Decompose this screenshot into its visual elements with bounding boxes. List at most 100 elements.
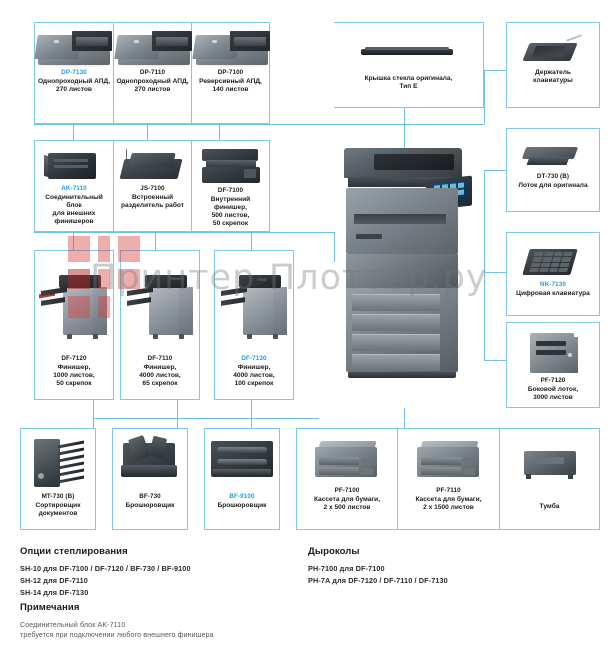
- section-line: SH-14 для DF-7130: [20, 588, 89, 597]
- product-card-pf7110[interactable]: PF-7110 Кассета для бумаги, 2 x 1500 лис…: [398, 428, 500, 530]
- connector-line: [334, 232, 335, 262]
- section-line: SH-10 для DF-7100 / DF-7120 / BF-730 / B…: [20, 564, 191, 573]
- printer-drawer: [352, 354, 440, 371]
- keypad-keys: [529, 252, 573, 272]
- connector-line: [484, 170, 506, 171]
- printer-drawer: [352, 314, 440, 331]
- product-model: NK-7130: [540, 281, 566, 288]
- printer-output-slot: [354, 214, 446, 224]
- section-title: Примечания: [20, 602, 80, 613]
- product-model: PF-7120: [540, 377, 566, 384]
- product-card-dp7110[interactable]: DP-7110 Однопроходный АПД, 270 листов: [113, 22, 192, 124]
- product-caption: Соединительный блок для внешних финишеро…: [45, 193, 103, 225]
- product-caption: Лоток для оригинала: [518, 181, 588, 189]
- connector-line: [177, 400, 178, 418]
- product-caption: Финишер, 4000 листов, 65 скрепок: [139, 363, 181, 387]
- section-line: SH-12 для DF-7110: [20, 576, 88, 585]
- section-line: PH-7A для DF-7120 / DF-7110 / DF-7130: [308, 576, 448, 585]
- product-model: MT-730 (B): [41, 493, 75, 500]
- connector-line: [34, 124, 484, 125]
- product-card-df7100[interactable]: DF-7100 Внутренний финишер, 500 листов, …: [192, 140, 270, 232]
- section-line: требуется при подключении любого внешнег…: [20, 631, 214, 640]
- product-card-bf730[interactable]: BF-730 Брошюровщик: [112, 428, 188, 530]
- section-title: Опции степлирования: [20, 546, 128, 557]
- product-caption: Брошюровщик: [125, 501, 175, 509]
- connector-line: [73, 124, 74, 140]
- product-caption: Кассета для бумаги, 2 x 500 листов: [313, 495, 381, 511]
- section-notes: Примечания Соединительный блок AK-7110 т…: [20, 602, 320, 641]
- product-model: PF-7100: [334, 487, 360, 494]
- connector-line: [404, 108, 405, 148]
- connector-line: [93, 418, 319, 419]
- product-model: DP-7100: [217, 69, 244, 76]
- product-model: DF-7100: [217, 187, 244, 194]
- product-caption: Брошюровщик: [217, 501, 267, 509]
- section-line: Соединительный блок AK-7110: [20, 621, 126, 629]
- product-card-df7110[interactable]: DF-7110 Финишер, 4000 листов, 65 скрепок: [120, 250, 200, 400]
- product-caption: Цифровая клавиатура: [516, 289, 590, 297]
- product-card-pf7100[interactable]: PF-7100 Кассета для бумаги, 2 x 500 лист…: [296, 428, 398, 530]
- product-caption: Крышка стекла оригинала, Тип E: [364, 75, 453, 91]
- product-card-dt730[interactable]: DT-730 (B) Лоток для оригинала: [506, 128, 600, 212]
- product-model: DF-7130: [241, 355, 267, 362]
- product-caption: Однопроходный АПД, 270 листов: [116, 77, 189, 93]
- connector-line: [34, 232, 334, 233]
- connector-line: [484, 70, 485, 124]
- product-caption: Встроенный разделитель работ: [121, 193, 184, 209]
- printer-mid-body: [346, 254, 458, 288]
- product-model: BF-9100: [229, 493, 255, 500]
- connector-line: [484, 70, 506, 71]
- product-card-dp7130[interactable]: DP-7130 Однопроходный АПД, 270 листов: [34, 22, 114, 124]
- product-card-tumba[interactable]: Тумба: [500, 428, 600, 530]
- section-punch: Дыроколы PH-7100 для DF-7100 PH-7A для D…: [308, 546, 598, 588]
- product-model: BF-730: [139, 493, 161, 500]
- product-caption: Финишер, 1000 листов, 50 скрепок: [53, 363, 95, 387]
- connector-line: [93, 418, 94, 428]
- product-card-df7130[interactable]: DF-7130 Финишер, 4000 листов, 100 скрепо…: [214, 250, 294, 400]
- connector-line: [177, 418, 178, 428]
- section-stapling: Опции степлирования SH-10 для DF-7100 / …: [20, 546, 300, 600]
- printer-base: [348, 372, 456, 378]
- product-model: AK-7110: [61, 185, 87, 192]
- product-model: DP-7130: [61, 69, 87, 76]
- printer-logo: [356, 234, 382, 239]
- product-card-platen-cover[interactable]: Крышка стекла оригинала, Тип E: [334, 22, 484, 108]
- product-card-mt730[interactable]: MT-730 (B) Сортировщик документов: [20, 428, 96, 530]
- product-card-df7120[interactable]: DF-7120 Финишер, 1000 листов, 50 скрепок: [34, 250, 114, 400]
- section-line: PH-7100 для DF-7100: [308, 564, 385, 573]
- product-card-keyboard-holder[interactable]: Держатель клавиатуры: [506, 22, 600, 108]
- product-caption: Боковой лоток, 3000 листов: [527, 385, 579, 401]
- product-caption: Финишер, 4000 листов, 100 скрепок: [233, 363, 275, 387]
- connector-line: [484, 360, 506, 361]
- connector-line: [484, 170, 485, 360]
- product-card-ak7110[interactable]: AK-7110 Соединительный блок для внешних …: [34, 140, 114, 232]
- product-caption: Сортировщик документов: [35, 501, 81, 517]
- product-model: PF-7110: [436, 487, 461, 494]
- connector-line: [404, 408, 405, 430]
- product-model: DP-7110: [139, 69, 166, 76]
- connector-line: [219, 124, 220, 140]
- product-caption: Внутренний финишер, 500 листов, 50 скреп…: [210, 195, 251, 227]
- printer-adf-tray: [374, 154, 454, 170]
- product-caption: Кассета для бумаги, 2 x 1500 листов: [415, 495, 482, 511]
- printer-drawer: [352, 334, 440, 351]
- product-caption: Тумба: [539, 503, 560, 510]
- product-caption: Держатель клавиатуры: [533, 69, 573, 85]
- printer-scanner-neck: [348, 177, 458, 187]
- printer-drawer: [352, 294, 440, 311]
- product-model: DF-7110: [147, 355, 173, 362]
- product-card-js7100[interactable]: JS-7100 Встроенный разделитель работ: [114, 140, 192, 232]
- product-card-nk7130[interactable]: NK-7130 Цифровая клавиатура: [506, 232, 600, 316]
- connector-line: [484, 272, 506, 273]
- product-model: DF-7120: [61, 355, 87, 362]
- product-caption: Реверсивный АПД, 140 листов: [199, 77, 262, 93]
- product-card-bf9100[interactable]: BF-9100 Брошюровщик: [204, 428, 280, 530]
- connector-line: [251, 232, 252, 250]
- connector-line: [147, 124, 148, 140]
- product-caption: Однопроходный АПД, 270 листов: [37, 77, 111, 93]
- product-card-dp7100[interactable]: DP-7100 Реверсивный АПД, 140 листов: [191, 22, 270, 124]
- product-card-pf7120[interactable]: PF-7120 Боковой лоток, 3000 листов: [506, 322, 600, 408]
- product-model: DT-730 (B): [536, 173, 570, 180]
- connector-line: [251, 400, 252, 418]
